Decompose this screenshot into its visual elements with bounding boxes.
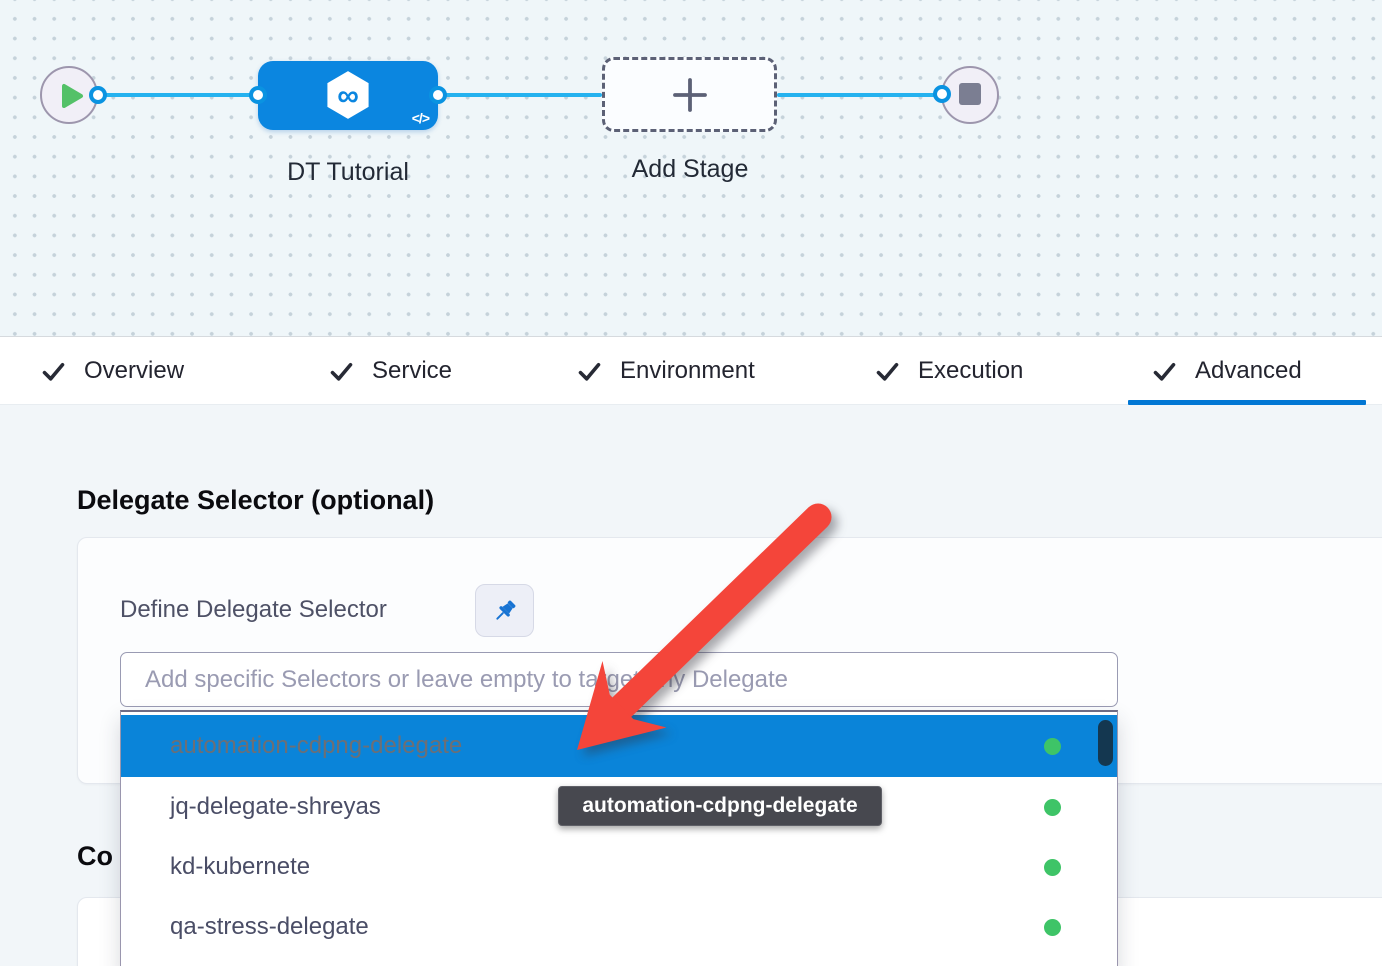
dropdown-item[interactable]: kd-kubernete [121, 837, 1117, 897]
edge-connector [100, 93, 258, 97]
tab-service[interactable]: Service [328, 337, 452, 405]
pipeline-canvas: ∞ </> DT Tutorial Add Stage [0, 0, 1382, 337]
define-delegate-selector-label: Define Delegate Selector [120, 596, 387, 623]
checkmark-icon [1153, 362, 1176, 381]
delegate-selector-input[interactable] [120, 652, 1118, 707]
tab-label: Execution [918, 357, 1024, 384]
connector-port-icon [933, 85, 951, 103]
delegate-name: automation-cdpng-delegate [170, 732, 463, 759]
tab-label: Overview [84, 357, 185, 384]
infinity-glyph: ∞ [337, 80, 359, 113]
status-dot-icon [1044, 798, 1061, 816]
advanced-tab-content: Delegate Selector (optional) Define Dele… [0, 405, 1382, 966]
tab-overview[interactable]: Overview [40, 337, 184, 405]
delegate-selector-heading: Delegate Selector (optional) [77, 485, 435, 515]
checkmark-icon [578, 362, 601, 381]
partially-hidden-heading: Co [77, 841, 113, 871]
checkmark-icon [42, 362, 65, 381]
checkmark-icon [330, 362, 353, 381]
stage-node-label: DT Tutorial [287, 158, 409, 186]
edge-connector [438, 93, 602, 97]
status-dot-icon [1044, 737, 1061, 755]
connector-port-icon [429, 86, 447, 104]
delegate-name: jq-delegate-shreyas [170, 793, 381, 820]
stop-icon [959, 83, 981, 105]
deploy-stage-icon: ∞ [327, 71, 369, 119]
pushpin-icon [495, 600, 515, 620]
add-stage-button[interactable] [602, 57, 777, 132]
tab-label: Environment [620, 357, 755, 384]
code-icon: </> [411, 110, 430, 126]
pin-button[interactable] [475, 584, 534, 637]
plus-icon [672, 77, 707, 112]
status-dot-icon [1044, 918, 1061, 936]
delegate-tooltip: automation-cdpng-delegate [558, 786, 882, 826]
delegate-name: qa-stress-delegate [170, 913, 369, 940]
status-dot-icon [1044, 858, 1061, 876]
delegate-dropdown: automation-cdpng-delegate jq-delegate-sh… [120, 710, 1118, 966]
dropdown-item[interactable]: qa-stress-delegate [121, 897, 1117, 957]
stage-node-dt-tutorial[interactable]: ∞ </> [258, 61, 438, 130]
tab-label: Service [372, 357, 453, 384]
dropdown-item[interactable]: jq-delegate-shreyas [121, 777, 1117, 837]
tab-label: Advanced [1195, 357, 1302, 384]
checkmark-icon [876, 362, 899, 381]
connector-port-icon [89, 86, 107, 104]
dropdown-item[interactable]: automation-cdpng-delegate [121, 715, 1117, 777]
connector-port-icon [249, 86, 267, 104]
tab-execution[interactable]: Execution [874, 337, 1023, 405]
dropdown-scrollbar-thumb[interactable] [1098, 720, 1113, 766]
stage-tabbar: Overview Service Environment Execution A… [0, 337, 1382, 405]
tab-environment[interactable]: Environment [576, 337, 755, 405]
add-stage-label: Add Stage [631, 155, 749, 183]
edge-connector [777, 93, 942, 97]
pipeline-start-node [40, 66, 98, 124]
active-tab-underline [1128, 400, 1366, 405]
play-icon [62, 84, 83, 108]
delegate-name: kd-kubernete [170, 853, 311, 880]
tab-advanced[interactable]: Advanced [1151, 337, 1302, 405]
